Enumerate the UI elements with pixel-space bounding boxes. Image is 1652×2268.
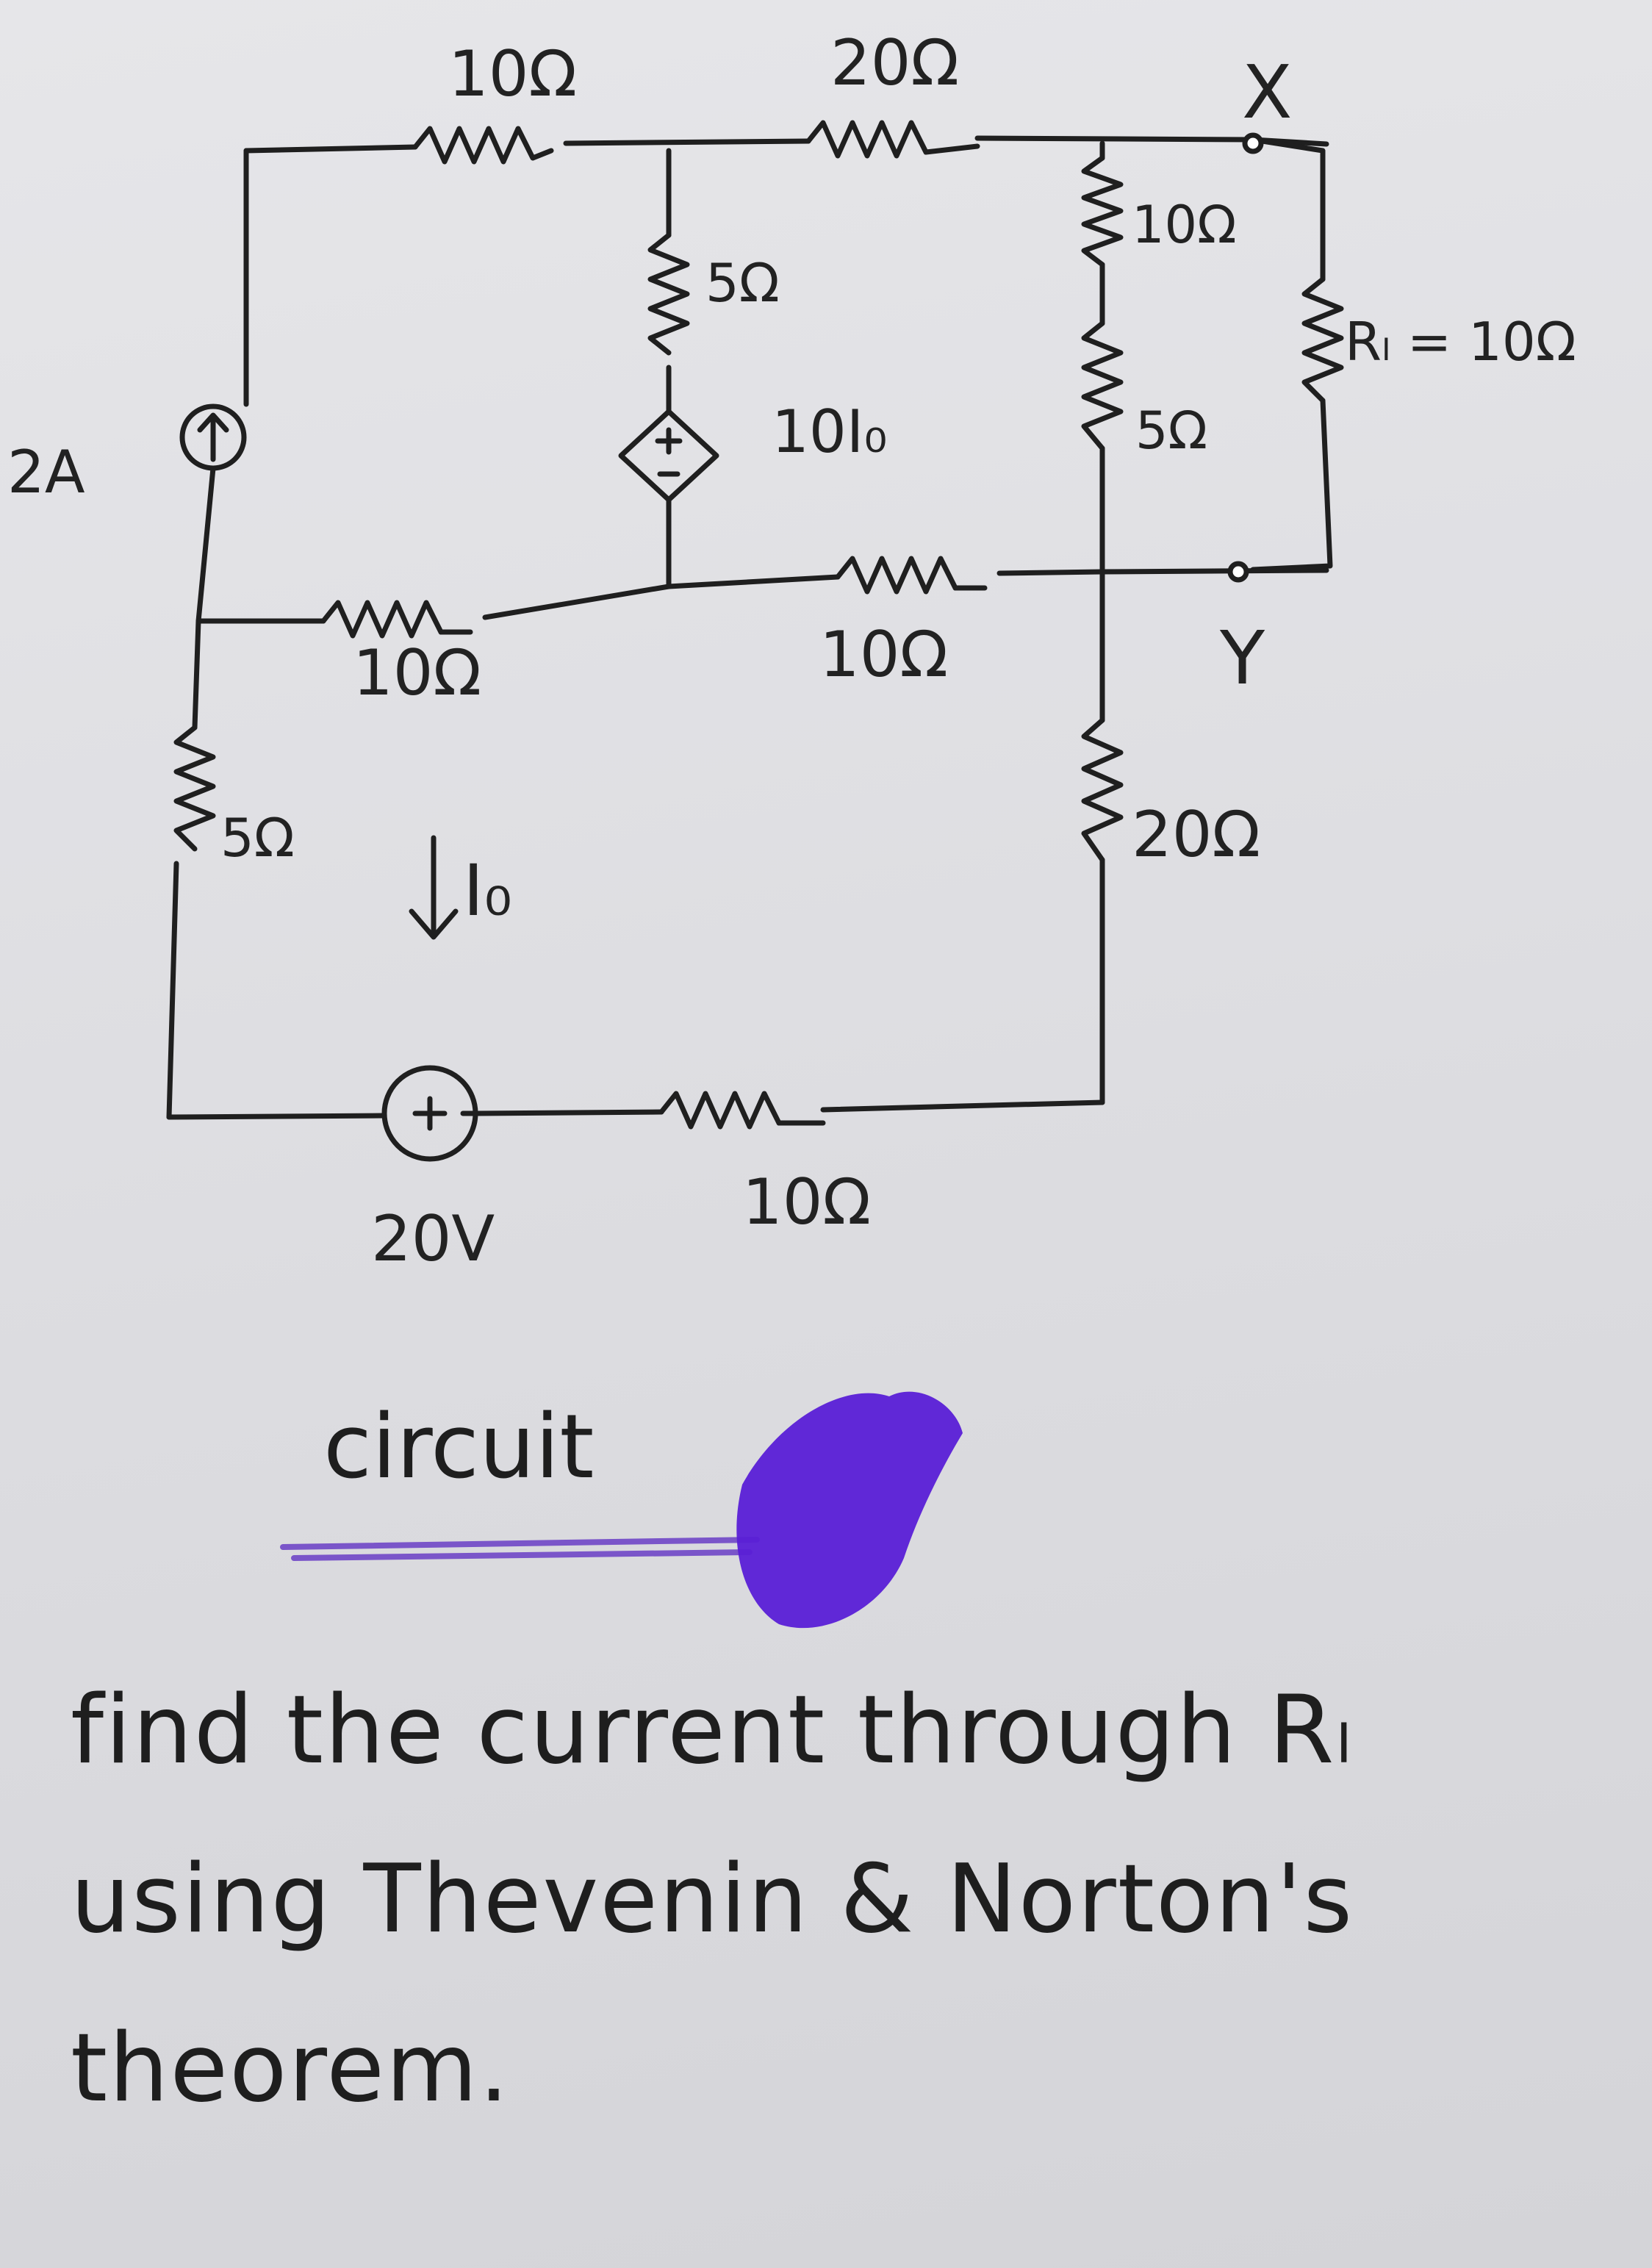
- resistor-mid-horizontal: [835, 556, 988, 595]
- question-line-2: using Thevenin & Norton's: [71, 1845, 1354, 1954]
- terminal-x: [1242, 132, 1264, 154]
- resistor-top-left: [412, 126, 554, 165]
- label-r-left-lower: 5Ω: [220, 807, 295, 869]
- wire-load: [1250, 137, 1333, 573]
- wire-left-mid: [195, 465, 216, 624]
- label-r-mid-vertical: 5Ω: [705, 252, 780, 314]
- resistor-right-mid: [1081, 320, 1124, 451]
- arrow-down-icon: [409, 835, 459, 940]
- resistor-top-mid: [805, 120, 980, 159]
- label-r-bottom: 10Ω: [742, 1166, 871, 1239]
- label-r-right-lower: 20Ω: [1132, 798, 1260, 872]
- wire-top: [243, 135, 1329, 154]
- resistor-left-mid: [320, 600, 473, 639]
- resistor-mid-vertical: [647, 232, 690, 356]
- resistor-right-lower: [1081, 717, 1124, 863]
- caption-circuit: circuit: [323, 1396, 595, 1499]
- label-r-left-mid: 10Ω: [353, 636, 481, 710]
- label-r-top-left: 10Ω: [448, 37, 577, 111]
- label-node-x: X: [1242, 49, 1293, 135]
- resistor-right-top: [1081, 155, 1124, 268]
- caption-underline: [280, 1537, 760, 1561]
- terminal-y: [1227, 561, 1249, 583]
- resistor-left-lower: [173, 725, 216, 852]
- plus-icon: [412, 1096, 448, 1131]
- question-text: find the current through Rₗ using Theven…: [71, 1646, 1614, 2153]
- wire-left-lower: [166, 618, 201, 1120]
- question-line-3: theorem.: [71, 2014, 511, 2123]
- question-line-1: find the current through Rₗ: [71, 1676, 1353, 1785]
- wire-middle: [195, 567, 1329, 624]
- label-r-right-top: 10Ω: [1132, 195, 1237, 255]
- plus-icon: [655, 427, 683, 455]
- label-current-source: 2A: [7, 438, 85, 506]
- label-current: I₀: [463, 850, 512, 932]
- wire-bottom: [166, 1099, 1105, 1120]
- resistor-bottom: [658, 1091, 826, 1130]
- label-node-y: Y: [1219, 615, 1265, 701]
- dependent-source-diamond: [618, 409, 719, 503]
- label-voltage-source: 20V: [371, 1202, 495, 1276]
- label-dep-source: 10I₀: [772, 398, 887, 466]
- resistor-load: [1301, 276, 1344, 403]
- highlighter-scribble: [736, 1391, 963, 1629]
- label-r-top-mid: 20Ω: [830, 26, 959, 100]
- label-r-mid-horizontal: 10Ω: [819, 618, 948, 692]
- label-r-load: Rₗ = 10Ω: [1345, 311, 1576, 373]
- label-r-right-mid: 5Ω: [1135, 401, 1207, 461]
- arrow-up-icon: [197, 412, 229, 462]
